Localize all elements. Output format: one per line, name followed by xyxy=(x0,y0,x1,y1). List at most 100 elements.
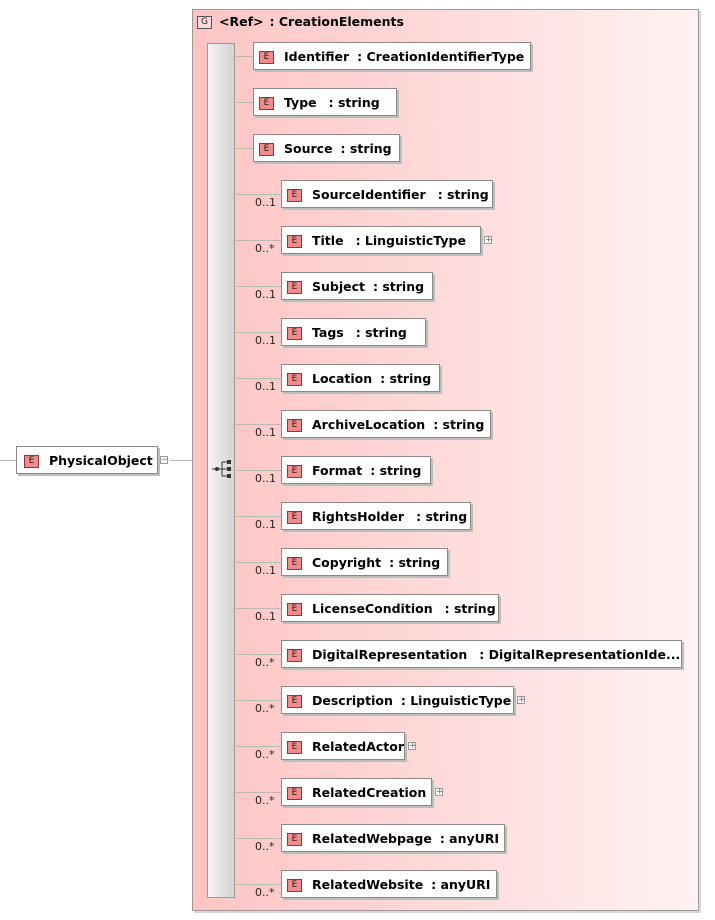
element-location[interactable]: E Location : string xyxy=(281,364,440,392)
cardinality-label: 0..* xyxy=(255,840,275,853)
element-badge-icon: E xyxy=(24,455,39,468)
element-connector xyxy=(236,332,281,333)
element-name: RelatedWebpage xyxy=(312,831,432,846)
element-title[interactable]: E Title : LinguisticType xyxy=(281,226,481,254)
element-type: : string xyxy=(340,141,392,156)
element-badge-icon: E xyxy=(287,327,302,340)
element-name: Format xyxy=(312,463,363,478)
element-archivelocation[interactable]: E ArchiveLocation : string xyxy=(281,410,491,438)
element-name: LicenseCondition xyxy=(312,601,433,616)
element-connector xyxy=(236,56,253,57)
element-type: : string xyxy=(370,463,422,478)
element-type: : string xyxy=(433,417,485,432)
element-name: Identifier xyxy=(284,49,350,64)
element-licensecondition[interactable]: E LicenseCondition : string xyxy=(281,594,499,622)
element-identifier[interactable]: E Identifier : CreationIdentifierType xyxy=(253,42,531,70)
cardinality-label: 0..* xyxy=(255,748,275,761)
element-badge-icon: E xyxy=(259,97,274,110)
element-badge-icon: E xyxy=(287,235,302,248)
element-name: SourceIdentifier xyxy=(312,187,426,202)
element-type: : DigitalRepresentationIde... xyxy=(479,647,681,662)
element-badge-icon: E xyxy=(287,741,302,754)
element-name: RelatedActor xyxy=(312,739,405,754)
element-name: RelatedCreation xyxy=(312,785,427,800)
element-connector xyxy=(236,102,253,103)
group-ref-name: <Ref> xyxy=(219,14,264,29)
element-badge-icon: E xyxy=(287,649,302,662)
element-name: Copyright xyxy=(312,555,382,570)
element-connector xyxy=(236,838,281,839)
element-tags[interactable]: E Tags : string xyxy=(281,318,426,346)
cardinality-label: 0..* xyxy=(255,702,275,715)
element-name: Location xyxy=(312,371,373,386)
cardinality-label: 0..* xyxy=(255,886,275,899)
expand-icon[interactable]: + xyxy=(484,235,493,245)
element-connector xyxy=(236,516,281,517)
cardinality-label: 0..1 xyxy=(255,380,276,393)
element-badge-icon: E xyxy=(287,879,302,892)
group-badge-icon: G xyxy=(197,16,212,29)
cardinality-label: 0..1 xyxy=(255,196,276,209)
element-relatedactor[interactable]: E RelatedActor xyxy=(281,732,405,760)
element-name: ArchiveLocation xyxy=(312,417,426,432)
element-digitalrepresentation[interactable]: E DigitalRepresentation : DigitalRepresent… xyxy=(281,640,682,668)
element-badge-icon: E xyxy=(287,281,302,294)
element-connector xyxy=(236,286,281,287)
element-type: : string xyxy=(355,325,407,340)
element-connector xyxy=(236,148,253,149)
element-type: : string xyxy=(380,371,432,386)
element-name: Subject xyxy=(312,279,365,294)
element-name: DigitalRepresentation xyxy=(312,647,468,662)
element-type: : string xyxy=(328,95,380,110)
group-header: G<Ref>: CreationElements xyxy=(197,14,404,30)
element-name: RightsHolder xyxy=(312,509,405,524)
expand-icon[interactable]: + xyxy=(408,741,417,751)
element-subject[interactable]: E Subject : string xyxy=(281,272,433,300)
expand-icon[interactable]: + xyxy=(517,695,526,705)
element-badge-icon: E xyxy=(287,373,302,386)
element-type: : string xyxy=(444,601,496,616)
element-type: : string xyxy=(373,279,425,294)
root-connector-left xyxy=(0,460,16,461)
element-connector xyxy=(236,378,281,379)
cardinality-label: 0..1 xyxy=(255,334,276,347)
cardinality-label: 0..1 xyxy=(255,564,276,577)
element-connector xyxy=(236,700,281,701)
cardinality-label: 0..* xyxy=(255,794,275,807)
element-badge-icon: E xyxy=(259,51,274,64)
element-connector xyxy=(236,654,281,655)
collapse-icon[interactable]: − xyxy=(160,455,169,465)
element-badge-icon: E xyxy=(287,603,302,616)
cardinality-label: 0..1 xyxy=(255,288,276,301)
element-type: : anyURI xyxy=(439,831,500,846)
element-badge-icon: E xyxy=(287,557,302,570)
element-connector xyxy=(236,884,281,885)
element-name: Tags xyxy=(312,325,344,340)
cardinality-label: 0..1 xyxy=(255,426,276,439)
element-relatedwebpage[interactable]: E RelatedWebpage : anyURI xyxy=(281,824,505,852)
element-type: : string xyxy=(389,555,441,570)
element-connector xyxy=(236,562,281,563)
element-type: : string xyxy=(437,187,489,202)
element-badge-icon: E xyxy=(287,419,302,432)
element-type: : CreationIdentifierType xyxy=(357,49,525,64)
element-name: Title xyxy=(312,233,344,248)
sequence-compositor-icon xyxy=(212,460,231,478)
cardinality-label: 0..1 xyxy=(255,518,276,531)
expand-icon[interactable]: + xyxy=(435,787,444,797)
cardinality-label: 0..* xyxy=(255,242,275,255)
element-name: RelatedWebsite xyxy=(312,877,424,892)
element-badge-icon: E xyxy=(287,833,302,846)
element-copyright[interactable]: E Copyright : string xyxy=(281,548,448,576)
cardinality-label: 0..* xyxy=(255,656,275,669)
element-type: : LinguisticType xyxy=(355,233,466,248)
